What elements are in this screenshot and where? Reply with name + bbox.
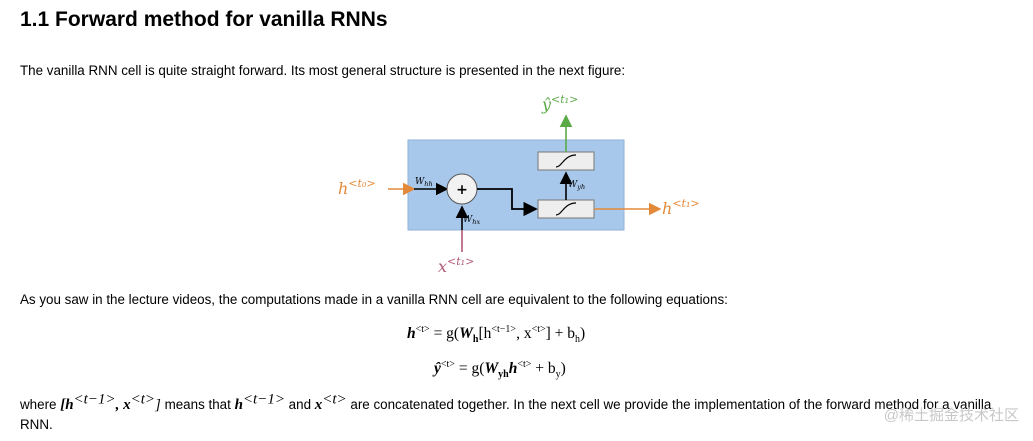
section-heading: 1.1 Forward method for vanilla RNNs [20,8,388,31]
next-state-label: h<t₁> [662,197,700,218]
tanh-box-lower [537,199,595,219]
equation-hidden-state: h<t> = g(Wh[h<t−1>, x<t>] + bh) [407,323,586,346]
w-hx-label: Whx [463,215,480,226]
equation-output: ŷ<t> = g(Wyhh<t> + by) [434,358,566,381]
w-yh-label: Wyh [568,180,585,191]
equations-lead: As you saw in the lecture videos, the co… [20,292,728,307]
input-label: x<t₁> [438,255,474,276]
watermark: @稀土掘金技术社区 [883,407,1019,424]
rnn-cell-diagram: + Whh Whx Wyh h<t₀> h<t₁> ŷ<t₁> x<t₁> [338,93,700,276]
w-hh-label: Whh [415,177,433,188]
activation-box-upper [537,151,595,171]
prev-state-label: h<t₀> [338,177,376,198]
hidden-path [477,188,538,217]
intro-paragraph: The vanilla RNN cell is quite straight f… [20,63,626,78]
where-paragraph: where [h<t−1>, x<t>] means that h<t−1> a… [20,391,992,432]
output-label: ŷ<t₁> [541,93,578,114]
plus-symbol: + [456,182,468,198]
